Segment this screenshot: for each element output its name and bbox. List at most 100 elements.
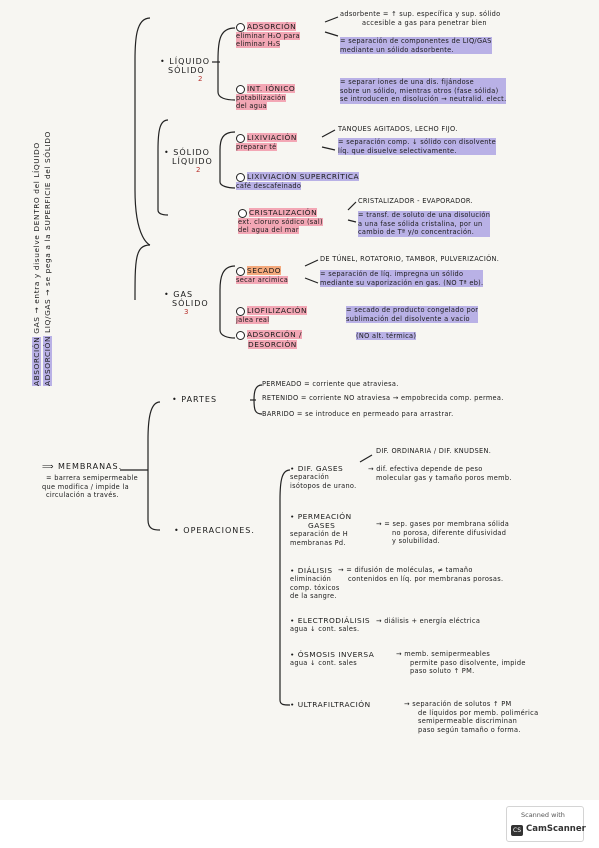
op-title: ÓSMOSIS INVERSA (297, 650, 375, 659)
op-title: DESORCIÓN (248, 339, 297, 349)
definition-line: sobre un sólido, mientras otros (fase só… (340, 86, 507, 95)
op-example: separación de H (290, 530, 349, 538)
op-title: LIOFILIZACIÓN (247, 306, 308, 315)
dif-gases-definition: → dif. efectiva depende de peso molecula… (368, 465, 512, 482)
op-title: GASES (308, 521, 336, 530)
op-title: ADSORCIÓN / (247, 330, 303, 339)
definition-line: = separación de componentes de LIQ/GAS (340, 37, 492, 46)
camscanner-logo-icon: CS (511, 825, 523, 836)
bullet-circle-icon (238, 208, 247, 218)
definition-line: → dif. efectiva depende de peso (368, 465, 483, 473)
adsorcion-desorcion-note: (NO alt. térmica) (356, 332, 417, 341)
lixiviacion-definition: = separación comp. ↓ sólido con disolven… (338, 138, 497, 155)
branch-label-1: LÍQUIDO (169, 57, 211, 66)
branch-number: 2 (198, 75, 204, 83)
lixiviacion-note: TANQUES AGITADOS, LECHO FIJO. (338, 125, 458, 133)
permeacion-definition: → = sep. gases por membrana sólida no po… (376, 520, 509, 546)
op-example: eliminación (290, 575, 332, 583)
secado-definition: = separación de líq. impregna un sólido … (320, 270, 484, 287)
bullet-circle-icon (236, 266, 245, 276)
electrodialisis-definition: → diálisis + energía eléctrica (376, 617, 481, 625)
op-secado: SECADO secar arcimica (236, 266, 289, 284)
op-title: CRISTALIZACIÓN (249, 208, 318, 217)
definition-line: → = sep. gases por membrana sólida (376, 520, 510, 528)
membranas-title: ⟹ MEMBRANAS. (42, 462, 123, 471)
branch-number: 3 (184, 308, 190, 316)
op-title: SECADO (247, 266, 282, 275)
secado-note: DE TÚNEL, ROTATORIO, TAMBOR, PULVERIZACI… (320, 255, 500, 263)
branch-gas-solido: • GAS SÓLIDO 3 (164, 290, 209, 316)
absorcion-description: GAS → entra y disuelve DENTRO del LÍQUID… (32, 142, 41, 334)
op-title: LIXIVIACIÓN SUPERCRÍTICA (247, 172, 360, 181)
definition-line: mediante su vaporización en gas. (NO Tª … (320, 278, 484, 287)
op-example: membranas Pd. (290, 538, 346, 547)
definition-line: no porosa, diferente difusividad (392, 528, 507, 537)
liofilizacion-definition: = secado de producto congelado por subli… (346, 306, 479, 323)
op-example: comp. tóxicos (290, 583, 340, 592)
definition-line: se introducen en disolución → neutralid.… (340, 95, 507, 104)
op-example: jalea real (236, 315, 270, 324)
cristalizacion-note: CRISTALIZADOR - EVAPORADOR. (358, 197, 473, 205)
adsorcion-description: LIQ/GAS → se pega a la SUPERFICIE del SÓ… (43, 131, 52, 333)
definition-line: semipermeable discriminan (418, 717, 518, 725)
op-example: secar arcimica (236, 275, 289, 284)
definition-line: = separación de líq. impregna un sólido (320, 270, 484, 279)
bullet-circle-icon (236, 133, 245, 143)
op-title: DIÁLISIS (297, 566, 333, 575)
definition-line: molecular gas y tamaño poros memb. (376, 473, 512, 482)
op-dif-gases: • DIF. GASES separación isótopos de uran… (290, 464, 357, 490)
dif-gases-note: DIF. ORDINARIA / DIF. KNUDSEN. (376, 447, 492, 455)
membranas-definition: circulación a través. (46, 491, 119, 499)
note-line: adsorbente = ↑ sup. específica y sup. só… (340, 10, 501, 18)
op-example: del agua (236, 102, 268, 110)
adsorcion-definition: = separación de componentes de LIQ/GAS m… (340, 37, 492, 54)
membranas-section: ⟹ MEMBRANAS. = barrera semipermeable que… (42, 462, 138, 500)
op-example: separación (290, 473, 330, 481)
definition-line: cambio de Tª y/o concentración. (358, 228, 491, 237)
op-example: ext. cloruro sódico (sal) (238, 217, 323, 226)
op-osmosis-inversa: • ÓSMOSIS INVERSA agua ↓ cont. sales (290, 650, 375, 667)
partes-label: PARTES (181, 395, 218, 404)
bullet-circle-icon (236, 22, 245, 32)
membranas-definition: que modifica / impide la (42, 482, 129, 491)
op-electrodialisis: • ELECTRODIÁLISIS agua ↓ cont. sales. (290, 616, 371, 633)
definition-line: permite paso disolvente, impide (410, 658, 526, 667)
op-title: ADSORCIÓN (247, 22, 297, 31)
definition-line: sublimación del disolvente a vacío (346, 314, 479, 323)
op-title: LIXIVIACIÓN (247, 133, 297, 142)
partes-permeado: PERMEADO = corriente que atraviesa. (262, 380, 399, 388)
op-example: agua ↓ cont. sales (290, 659, 357, 667)
definition-line: líq. que disuelve selectivamente. (338, 146, 497, 155)
op-title: INT. IÓNICO (247, 84, 296, 93)
camscanner-brand: CamScanner (526, 824, 586, 834)
definition-line: (NO alt. térmica) (356, 332, 417, 340)
op-int-ionico: INT. IÓNICO potabilización del agua (236, 84, 296, 111)
definition-line: = separar iones de una dis. fijándose (340, 78, 507, 87)
op-permeacion: • PERMEACIÓN GASES separación de H membr… (290, 512, 352, 547)
partes-retenido: RETENIDO = corriente NO atraviesa → empo… (262, 394, 504, 402)
op-example: eliminar H₂S (236, 40, 281, 48)
definition-line: contenidos en líq. por membranas porosas… (348, 574, 504, 583)
op-adsorcion-desorcion: ADSORCIÓN / DESORCIÓN (236, 330, 303, 349)
op-example: del agua del mar (238, 226, 299, 234)
definition-line: y solubilidad. (392, 537, 440, 545)
absorcion-label: ABSORCIÓN (32, 336, 41, 386)
definition-line: paso según tamaño o forma. (418, 725, 521, 734)
camscanner-badge: Scanned with CS CamScanner (506, 806, 586, 842)
definition-line: de líquidos por memb. polimérica (418, 708, 539, 717)
op-title: DIF. GASES (297, 464, 344, 473)
branch-label-1: SÓLIDO (173, 148, 210, 157)
op-adsorcion: ADSORCIÓN eliminar H₂O para eliminar H₂S (236, 22, 300, 49)
definition-line: = secado de producto congelado por (346, 306, 479, 315)
adsorcion-note: adsorbente = ↑ sup. específica y sup. só… (340, 10, 500, 27)
op-example: eliminar H₂O para (236, 31, 300, 40)
bullet-circle-icon (236, 330, 245, 340)
op-liofilizacion: LIOFILIZACIÓN jalea real (236, 306, 308, 324)
bullet-circle-icon (236, 84, 245, 94)
op-lixiviacion: LIXIVIACIÓN preparar té (236, 133, 297, 151)
op-example: isótopos de urano. (290, 481, 357, 490)
op-ultrafiltracion: • ULTRAFILTRACIÓN (290, 700, 371, 709)
op-cristalizacion: CRISTALIZACIÓN ext. cloruro sódico (sal)… (238, 208, 323, 235)
op-dialisis: • DIÁLISIS eliminación comp. tóxicos de … (290, 566, 340, 600)
definition-line: a una fase sólida cristalina, por un (358, 219, 491, 228)
